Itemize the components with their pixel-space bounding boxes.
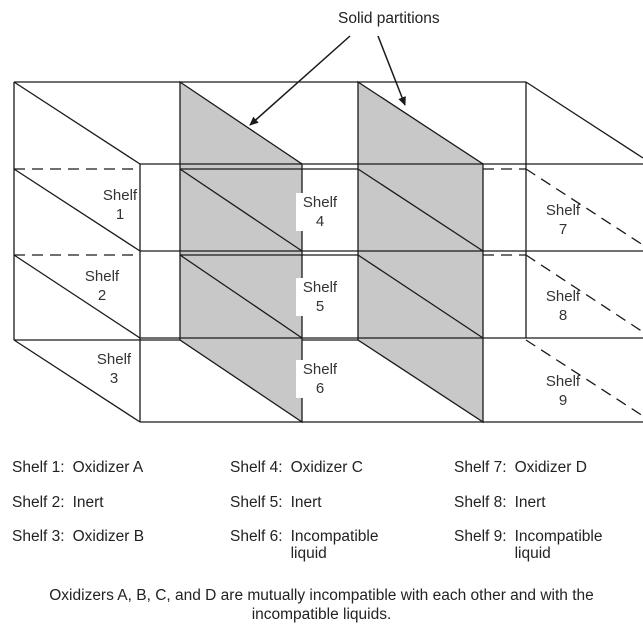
legend-item-shelf-1: Shelf 1:Oxidizer A (12, 459, 144, 476)
callout-arrows (249, 35, 406, 126)
legend-item-shelf-2: Shelf 2:Inert (12, 494, 104, 511)
callout-label: Solid partitions (338, 10, 440, 27)
legend-item-shelf-9: Shelf 9:Incompatible liquid (454, 528, 603, 562)
arrow-to-partition-2 (377, 35, 406, 106)
shelving-diagram (13, 35, 643, 424)
arrow-to-partition-1 (249, 35, 351, 126)
solid-partition-2 (357, 80, 484, 424)
legend-item-shelf-3: Shelf 3:Oxidizer B (12, 528, 145, 545)
cabinet-frame (13, 81, 643, 423)
legend-item-shelf-7: Shelf 7:Oxidizer D (454, 459, 587, 476)
legend-item-shelf-8: Shelf 8:Inert (454, 494, 546, 511)
legend-item-shelf-6: Shelf 6:Incompatible liquid (230, 528, 379, 562)
hidden-lines (14, 168, 643, 417)
caption: Oxidizers A, B, C, and D are mutually in… (49, 587, 594, 623)
solid-partition-1 (179, 80, 303, 424)
legend-item-shelf-4: Shelf 4:Oxidizer C (230, 459, 363, 476)
legend-item-shelf-5: Shelf 5:Inert (230, 494, 322, 511)
